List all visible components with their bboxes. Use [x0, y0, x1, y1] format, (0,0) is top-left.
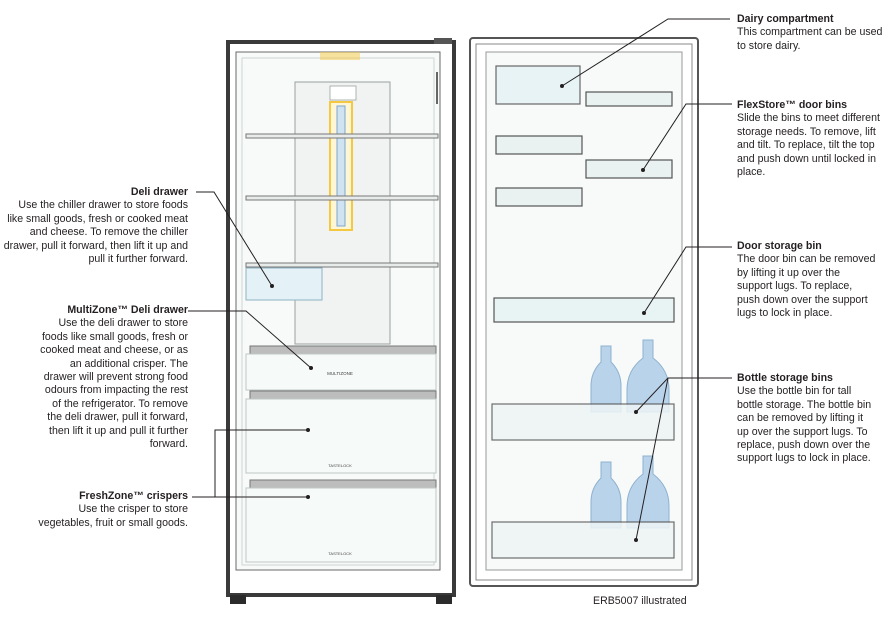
- foot: [436, 595, 452, 604]
- label-title: Door storage bin: [737, 240, 822, 252]
- leader-line-deli: [196, 191, 273, 287]
- door-storage-bin: [493, 297, 675, 323]
- label-dairy: Dairy compartment This compartment can b…: [737, 13, 883, 53]
- top-light: [320, 52, 360, 60]
- flexstore-bin: [495, 187, 583, 207]
- fridge-door: [469, 37, 699, 587]
- leader-line-multizone: [188, 310, 312, 369]
- label-description: The door bin can be removed by lifting i…: [737, 253, 876, 320]
- label-description: Use the crisper to store vegetables, fru…: [38, 503, 188, 529]
- glass-shelf: [245, 195, 439, 201]
- leader-line-bottle-lower: [635, 377, 669, 541]
- label-bottle-bins: Bottle storage bins Use the bottle bin f…: [737, 372, 877, 466]
- label-title: FreshZone™ crispers: [79, 490, 188, 502]
- control-panel: [329, 85, 357, 101]
- label-description: This compartment can be used to store da…: [737, 26, 883, 52]
- label-door-bin: Door storage bin The door bin can be rem…: [737, 240, 877, 320]
- tastelock-badge: TASTELOCK: [328, 463, 352, 468]
- leader-lines: [188, 18, 732, 542]
- leader-line-dairy: [561, 18, 730, 87]
- glass-shelf: [245, 262, 439, 268]
- label-title: Deli drawer: [130, 186, 188, 198]
- deli-drawer: [245, 267, 323, 301]
- flexstore-bin: [495, 135, 583, 155]
- flexstore-bin: [585, 91, 673, 107]
- label-title: Bottle storage bins: [737, 372, 833, 384]
- label-description: Use the deli drawer to store foods like …: [40, 317, 188, 451]
- dairy-compartment: [495, 65, 581, 105]
- crisper-drawer-lower: [245, 487, 437, 563]
- leader-line-flexstore: [642, 103, 732, 171]
- label-multizone: MultiZone™ Deli drawer Use the deli draw…: [36, 304, 188, 451]
- label-freshzone: FreshZone™ crispers Use the crisper to s…: [36, 490, 188, 530]
- label-title: FlexStore™ door bins: [737, 99, 848, 111]
- label-deli-drawer: Deli drawer Use the chiller drawer to st…: [2, 186, 188, 266]
- leader-line-freshzone: [214, 429, 308, 498]
- tastelock-badge: TASTELOCK: [328, 551, 352, 556]
- multizone-drawer: [245, 353, 437, 391]
- leader-line-door-bin: [643, 246, 732, 314]
- label-description: Slide the bins to meet different storage…: [737, 112, 880, 179]
- label-title: MultiZone™ Deli drawer: [67, 304, 188, 316]
- label-title: Dairy compartment: [737, 13, 834, 25]
- flexstore-bin: [585, 159, 673, 179]
- label-description: Use the chiller drawer to store foods li…: [3, 199, 188, 266]
- multizone-badge: MULTIZONE: [327, 371, 353, 376]
- model-caption: ERB5007 illustrated: [593, 595, 687, 607]
- crisper-drawer-upper: [245, 398, 437, 474]
- foot: [230, 595, 246, 604]
- label-description: Use the bottle bin for tall bottle stora…: [737, 385, 872, 465]
- label-flexstore: FlexStore™ door bins Slide the bins to m…: [737, 99, 885, 179]
- bottle-bin-lower: [491, 521, 675, 559]
- glass-shelf: [245, 133, 439, 139]
- bottle-bin-upper: [491, 403, 675, 441]
- fridge-cabinet: [226, 38, 456, 604]
